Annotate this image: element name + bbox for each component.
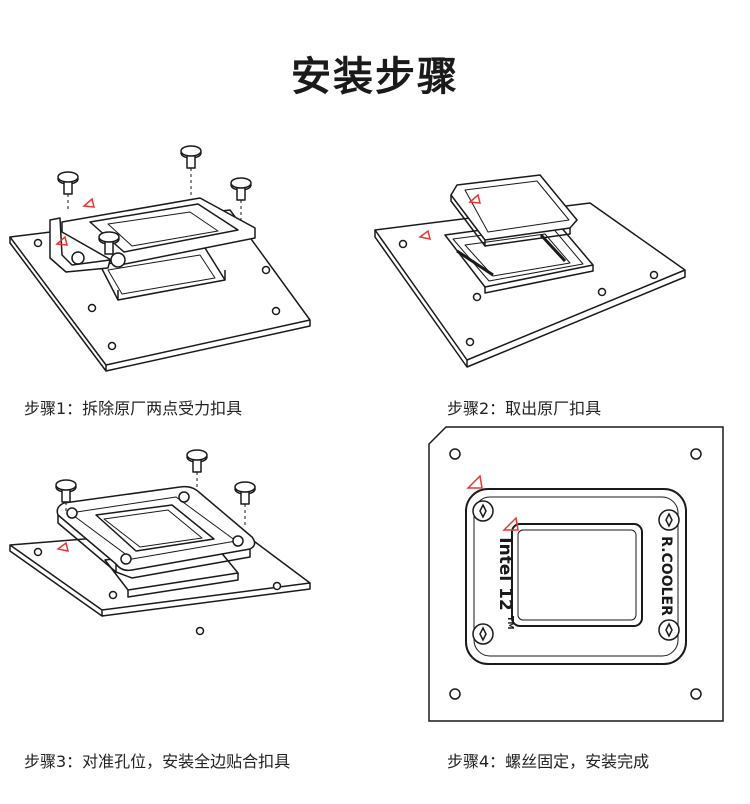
step1-caption: 步骤1：拆除原厂两点受力扣具	[24, 399, 243, 418]
torx-screw	[658, 509, 680, 531]
mounting-hole	[472, 292, 482, 302]
torx-screw	[658, 619, 680, 641]
screw	[234, 481, 256, 505]
screw	[98, 231, 120, 255]
mounting-hole	[690, 688, 702, 700]
mounting-hole	[449, 688, 461, 700]
step2-caption: 步骤2：取出原厂扣具	[447, 399, 602, 418]
mounting-hole	[33, 238, 43, 248]
mounting-hole	[195, 626, 205, 636]
mounting-hole	[107, 341, 117, 351]
torx-screw	[472, 500, 494, 522]
socket-lever	[49, 217, 111, 273]
screw	[230, 177, 252, 201]
pin1-marker	[56, 541, 70, 552]
pin1-marker	[55, 235, 68, 246]
mounting-hole	[597, 287, 607, 297]
screw	[180, 145, 202, 169]
pin1-marker	[468, 193, 481, 204]
bracket-trademark: TM	[506, 616, 515, 629]
screw	[57, 171, 79, 195]
pin1-marker	[502, 516, 519, 531]
step2-illustration	[374, 174, 686, 368]
mounting-hole	[690, 448, 702, 460]
step3-caption: 步骤3：对准孔位，安装全边贴合扣具	[24, 752, 291, 771]
page-title: 安装步骤	[291, 54, 459, 100]
torx-screw	[472, 623, 494, 645]
mounting-hole	[87, 303, 97, 313]
mounting-hole	[271, 306, 281, 316]
pin1-marker	[82, 197, 95, 208]
screw	[186, 449, 208, 473]
step4-caption: 步骤4：螺丝固定，安装完成	[447, 752, 650, 771]
screw	[55, 479, 77, 503]
mounting-hole	[465, 337, 475, 347]
mounting-hole	[449, 448, 461, 460]
step4-illustration: Intel 12 TM R.COOLER	[428, 426, 724, 722]
mounting-hole	[398, 239, 408, 249]
step1-illustration	[9, 145, 311, 372]
mounting-hole	[649, 270, 659, 280]
mounting-hole	[33, 547, 43, 557]
bracket-model-text: Intel 12	[495, 537, 515, 611]
bracket-brand-text: R.COOLER	[658, 536, 674, 616]
mounting-hole	[272, 581, 282, 591]
step3-illustration	[9, 449, 311, 636]
pin1-marker	[418, 229, 432, 240]
mounting-hole	[261, 265, 271, 275]
pin1-marker	[466, 474, 483, 489]
mounting-hole	[108, 590, 118, 600]
